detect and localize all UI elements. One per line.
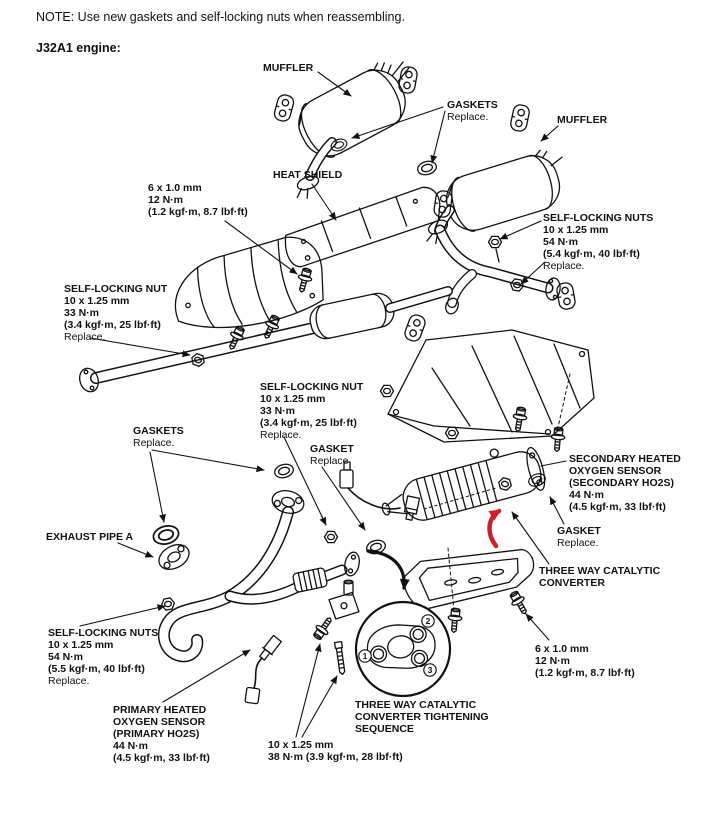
pipe-b-art <box>426 219 561 315</box>
label-tightening-sequence: THREE WAY CATALYTIC CONVERTER TIGHTENING… <box>355 699 489 735</box>
self-locking-nut-icon <box>159 596 177 612</box>
label-muffler-right: MUFFLER <box>557 114 608 126</box>
heat-shield-center-art <box>284 186 441 268</box>
install-line <box>447 547 455 611</box>
label-gasket-right: GASKET Replace. <box>557 525 601 549</box>
gasket-ring-icon <box>415 158 439 178</box>
label-gaskets-top: GASKETS Replace. <box>447 99 498 123</box>
label-three-way-cat: THREE WAY CATALYTIC CONVERTER <box>539 565 661 589</box>
secondary-ho2s-art <box>339 461 514 521</box>
install-line <box>556 373 571 433</box>
sequence-pointer-arrow <box>366 549 410 590</box>
label-self-locking-nuts-right: SELF-LOCKING NUTS 10 x 1.25 mm 54 N·m (5… <box>543 212 654 272</box>
label-self-locking-nut-center: SELF-LOCKING NUT 10 x 1.25 mm 33 N·m (3.… <box>260 381 364 441</box>
self-locking-nut-icon <box>487 235 503 249</box>
heat-shield-left-art <box>174 236 324 329</box>
label-bolt-spec-top: 6 x 1.0 mm 12 N·m (1.2 kgf·m, 8.7 lbf·ft… <box>148 182 248 218</box>
long-stud-icon <box>333 640 346 675</box>
label-self-locking-nuts-bottom-left: SELF-LOCKING NUTS 10 x 1.25 mm 54 N·m (5… <box>48 627 159 687</box>
sequence-step-1: 1 <box>358 649 372 663</box>
note-text: NOTE: Use new gaskets and self-locking n… <box>36 10 405 24</box>
exhaust-hanger-icon <box>508 102 532 134</box>
long-pipe-flange <box>79 367 99 393</box>
label-secondary-ho2s: SECONDARY HEATED OXYGEN SENSOR (SECONDAR… <box>569 453 681 513</box>
engine-heading: J32A1 engine: <box>36 41 121 55</box>
label-primary-ho2s: PRIMARY HEATED OXYGEN SENSOR (PRIMARY HO… <box>113 704 210 764</box>
self-locking-nut-icon <box>379 384 395 398</box>
bolt-icon <box>310 613 337 643</box>
converter-cover-art <box>403 548 535 610</box>
gasket-ring-icon <box>150 522 182 548</box>
exhaust-hanger-icon <box>555 281 577 311</box>
svg-text:1: 1 <box>363 651 368 661</box>
bolt-icon <box>446 607 464 634</box>
self-locking-nut-icon <box>444 426 460 440</box>
bolt-icon <box>294 266 315 295</box>
label-gasket-center: GASKET Replace. <box>310 443 354 467</box>
self-locking-nut-icon <box>323 530 339 544</box>
exhaust-hanger-icon <box>272 92 296 124</box>
muffler-top-inlet-flange <box>296 175 320 199</box>
label-self-locking-nut-left: SELF-LOCKING NUT 10 x 1.25 mm 33 N·m (3.… <box>64 283 168 343</box>
red-highlight-arrow <box>487 508 502 549</box>
label-bolt-spec-bottom-right: 6 x 1.0 mm 12 N·m (1.2 kgf·m, 8.7 lbf·ft… <box>535 643 635 679</box>
label-bolt-spec-bottom: 10 x 1.25 mm 38 N·m (3.9 kgf·m, 28 lbf·f… <box>268 739 403 763</box>
label-heat-shield: HEAT SHIELD <box>273 169 343 181</box>
exhaust-pipe-a-art <box>157 489 360 663</box>
sequence-step-2: 2 <box>421 614 435 628</box>
tightening-sequence-detail: 1 2 3 <box>354 600 452 698</box>
exhaust-hanger-icon <box>402 312 428 344</box>
bolt-icon <box>510 405 530 434</box>
primary-ho2s-art <box>244 634 282 705</box>
svg-text:3: 3 <box>428 665 433 675</box>
sequence-step-3: 3 <box>423 663 437 677</box>
label-gaskets-left: GASKETS Replace. <box>133 425 184 449</box>
svg-text:2: 2 <box>426 616 431 626</box>
label-exhaust-pipe-a: EXHAUST PIPE A <box>46 531 134 543</box>
floor-heat-shield-art <box>387 329 595 443</box>
bolt-icon <box>549 426 567 453</box>
bolt-icon <box>506 588 532 618</box>
label-muffler-top: MUFFLER <box>263 62 314 74</box>
three-way-catalytic-converter-art <box>381 446 546 521</box>
leader-lines <box>79 71 567 738</box>
resonator-art <box>309 292 395 340</box>
gasket-ring-icon <box>272 461 296 481</box>
exhaust-hanger-icon <box>397 65 419 95</box>
